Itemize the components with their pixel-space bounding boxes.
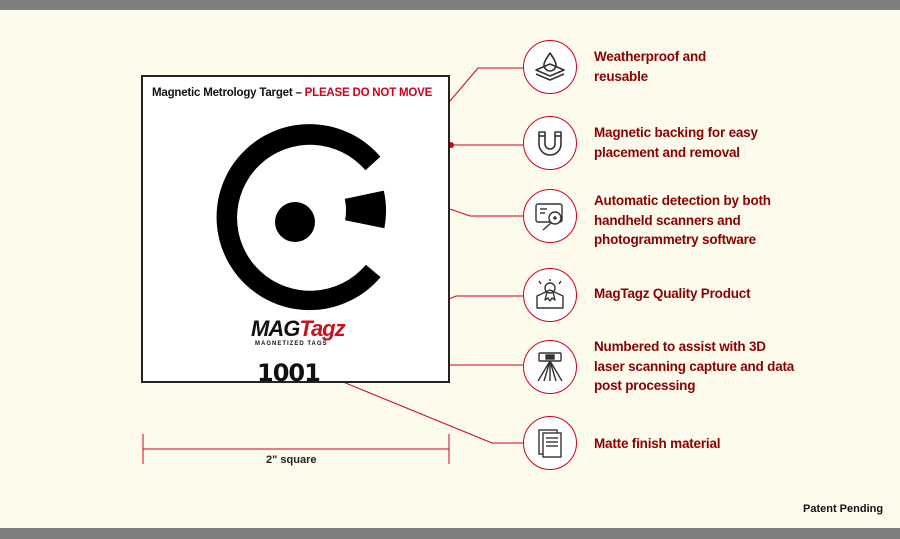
coded-target-center-dot: [275, 202, 315, 242]
feature-weatherproof: Weatherproof and reusable: [594, 47, 834, 86]
magnet-icon: [538, 131, 562, 156]
feature-icon-circle-matte: [523, 416, 577, 470]
coded-target-segment: [344, 190, 387, 229]
feature-line: Magnetic backing for easy: [594, 125, 758, 140]
feature-line: Numbered to assist with 3D: [594, 339, 766, 354]
feature-line: handheld scanners and: [594, 212, 741, 228]
feature-matte-finish: Matte finish material: [594, 434, 834, 454]
feature-quality-product: MagTagz Quality Product: [594, 284, 834, 304]
feature-line: reusable: [594, 68, 648, 84]
logo-subtitle: MAGNETIZED TAGS: [255, 341, 328, 347]
matte-sheets-icon: [538, 429, 562, 458]
coded-target-ring: [216, 124, 381, 311]
feature-magnetic-backing: Magnetic backing for easy placement and …: [594, 123, 834, 162]
logo-mag-text: MAG: [251, 316, 300, 341]
patent-pending-note: Patent Pending: [803, 503, 884, 515]
target-number: 1001: [257, 359, 321, 387]
target-warning: PLEASE DO NOT MOVE: [304, 87, 433, 99]
feature-line: placement and removal: [594, 144, 740, 160]
feature-line: Matte finish material: [594, 436, 721, 451]
dimension-label: 2" square: [266, 454, 317, 466]
scanner-detection-icon: [535, 203, 563, 231]
feature-icon-circle-magnetic: [523, 116, 577, 170]
logo-tagz-text: Tagz: [299, 316, 345, 341]
feature-numbered: Numbered to assist with 3D laser scannin…: [594, 337, 834, 396]
target-title: Magnetic Metrology Target – PLEASE DO NO…: [152, 87, 432, 99]
feature-line: laser scanning capture and data: [594, 358, 795, 374]
feature-automatic-detection: Automatic detection by both handheld sca…: [594, 191, 834, 250]
laser-scanner-icon: [537, 352, 563, 382]
feature-line: post processing: [594, 378, 696, 393]
feature-line: Weatherproof and: [594, 49, 707, 64]
feature-line: MagTagz Quality Product: [594, 286, 751, 301]
target-title-separator: –: [292, 87, 305, 99]
quality-badge-icon: [536, 279, 564, 309]
feature-icon-circle-numbered: [523, 340, 577, 394]
water-drop-layers-icon: [535, 52, 565, 81]
feature-line: photogrammetry software: [594, 232, 756, 247]
magtagz-logo: MAGTagz MAGNETIZED TAGS: [251, 317, 351, 353]
feature-icon-circle-quality: [523, 268, 577, 322]
feature-icon-circle-detection: [523, 189, 577, 243]
top-frame-bar: [0, 0, 900, 10]
coded-target-graphic: [216, 124, 387, 311]
feature-line: Automatic detection by both: [594, 193, 771, 208]
feature-icon-circle-weatherproof: [523, 40, 577, 94]
target-title-text: Magnetic Metrology Target: [152, 87, 293, 99]
callout-line-matte: [325, 374, 523, 444]
bottom-frame-bar: [0, 528, 900, 539]
metrology-target: Magnetic Metrology Target – PLEASE DO NO…: [141, 75, 450, 387]
